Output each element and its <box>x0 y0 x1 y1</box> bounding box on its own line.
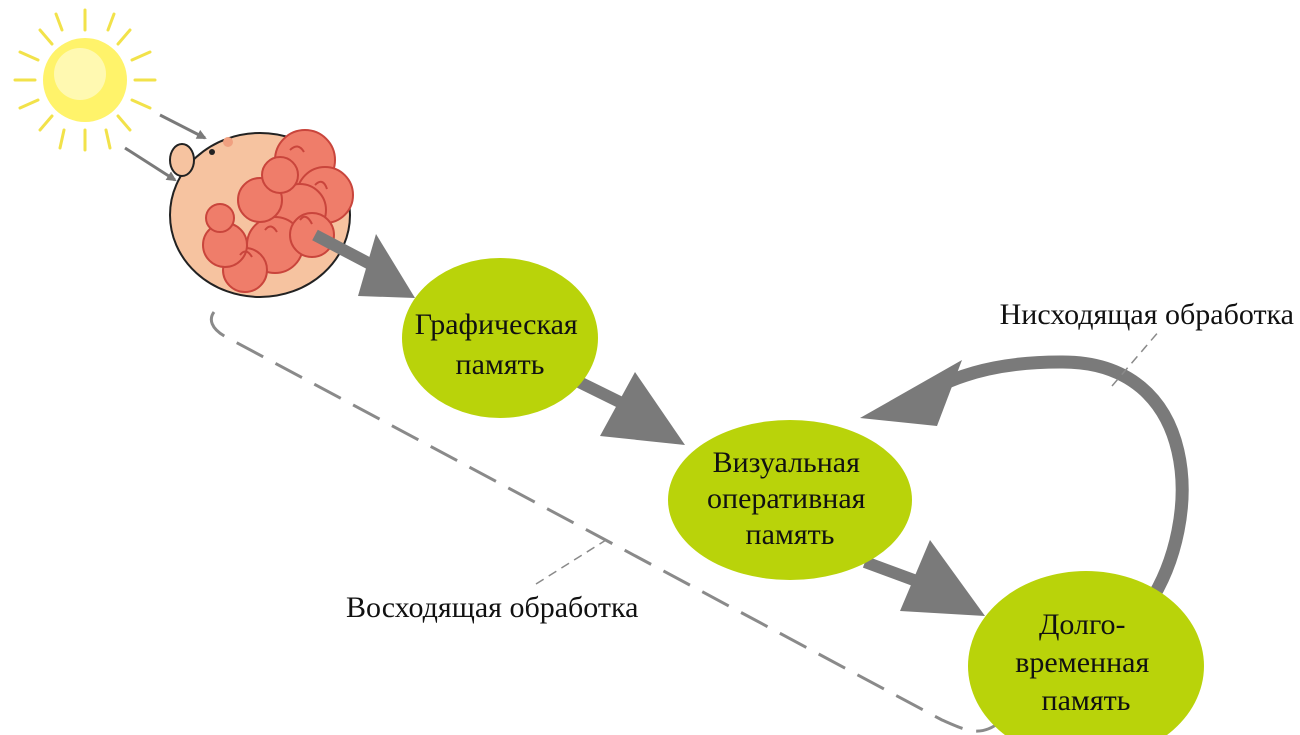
node-visual-working-memory-line2: оперативная <box>707 482 866 515</box>
node-iconic-memory-line1: Графическая <box>415 308 578 341</box>
arrow-top-down-feedback <box>860 355 1189 609</box>
node-long-term-memory-line2: временная <box>1015 646 1149 679</box>
light-ray-arrows <box>124 113 207 182</box>
sun-icon <box>13 8 157 152</box>
top-down-processing-label: Нисходящая обработка <box>1000 298 1294 331</box>
svg-text:Графическая память: Графическая память <box>415 308 585 381</box>
node-long-term-memory-line1: Долго- <box>1039 608 1126 641</box>
arrow-head-to-iconic <box>312 229 415 298</box>
svg-text:Долго- временная п: Долго- временная память <box>1015 608 1157 717</box>
node-iconic-memory: Графическая память <box>402 258 598 418</box>
top-down-leader-line <box>1111 329 1161 387</box>
bottom-up-processing-label: Восходящая обработка <box>346 591 638 624</box>
arrow-visual-to-longterm <box>862 540 985 616</box>
bottom-up-dashed-path <box>209 311 1001 733</box>
human-head-icon <box>169 129 354 298</box>
flow-arrows <box>312 229 1189 616</box>
node-iconic-memory-line2: память <box>456 348 545 381</box>
arrow-iconic-to-visual <box>572 372 685 445</box>
svg-text:Визуальная оперативная: Визуальная оперативная память <box>707 446 873 551</box>
node-long-term-memory-line3: память <box>1042 684 1131 717</box>
node-long-term-memory: Долго- временная память <box>968 571 1204 735</box>
node-visual-working-memory-line1: Визуальная <box>713 446 860 479</box>
node-visual-working-memory-line3: память <box>746 518 835 551</box>
node-visual-working-memory: Визуальная оперативная память <box>668 420 912 580</box>
bottom-up-leader-line <box>535 539 607 585</box>
